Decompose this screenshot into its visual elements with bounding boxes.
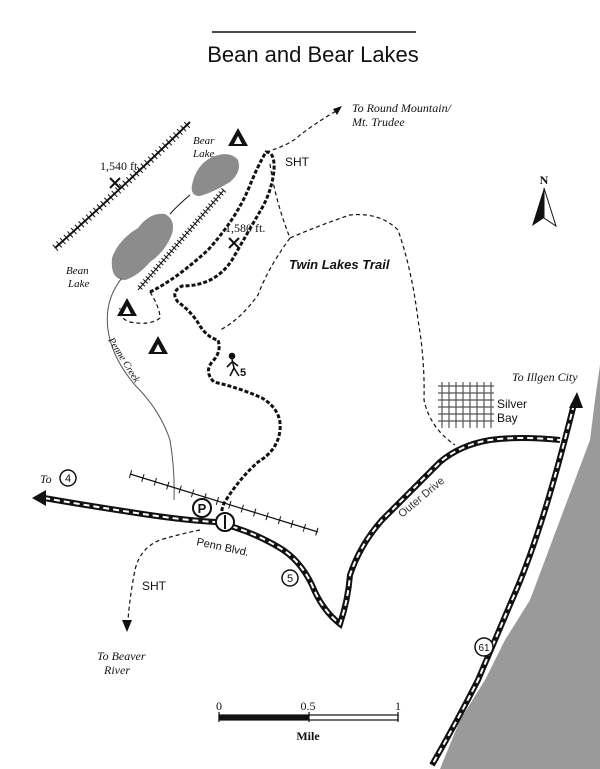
label-to-beaver-river-1: To Beaver [97,649,146,663]
arrow-beaver-river [122,620,132,632]
scale-tick-0: 0 [216,699,222,713]
railroad [128,470,320,536]
label-penn-blvd: Penn Blvd. [195,536,250,559]
scale-bar: 0 0.5 1 Mile [216,699,401,743]
campsite-icon [117,298,137,316]
highway-61 [429,403,577,767]
lake-connector-stream [169,194,191,215]
arrow-to-hwy-4 [32,490,46,506]
hiker-icon [226,352,240,377]
county-road [43,435,561,629]
label-hike-number: 5 [240,367,246,379]
label-silver-bay-2: Bay [497,411,518,425]
arrow-illgen-city [569,392,583,408]
lake-superior-water [440,365,600,769]
campsite-icon [228,128,248,146]
label-penne-creek: Penne Creek [105,335,142,385]
twin-lakes-label-bg [286,256,402,272]
label-sht-bottom: SHT [142,579,167,593]
map-title: Bean and Bear Lakes [207,42,419,67]
svg-text:61: 61 [478,643,490,654]
highway-4-shield: 4 [59,469,77,487]
boardwalk [135,188,227,292]
highway-61-shield: 61 [474,637,494,657]
label-elevation-1540: 1,540 ft. [100,159,140,173]
sht-spur-beaver-river [127,529,201,621]
twin-lakes-trail [269,163,456,446]
scale-tick-1: 1 [395,699,401,713]
svg-text:N: N [540,173,549,187]
label-to-beaver-river-2: River [103,663,130,677]
campsite-icon [148,336,168,354]
label-twin-lakes-trail: Twin Lakes Trail [289,257,390,272]
bear-lake [191,154,239,196]
label-bean-lake-1: Bean [66,265,89,277]
ridge-escarpment [52,119,193,251]
label-sht-top: SHT [285,155,310,169]
label-bear-lake-1: Bear [193,135,215,147]
label-mt-trudee: Mt. Trudee [351,115,405,129]
north-arrow-icon: N [532,173,557,228]
trailhead-icon [215,512,235,532]
svg-text:4: 4 [65,473,71,485]
summit-mark-icon [228,237,240,249]
label-to-prefix: To [40,472,52,486]
arrow-round-mountain [333,106,342,115]
scale-tick-0-5: 0.5 [301,699,316,713]
scale-unit: Mile [296,729,320,743]
bean-lake [111,213,174,280]
summit-mark-icon [109,177,121,189]
campsite-spur [119,291,161,324]
highway-5-shield: 5 [281,569,299,587]
label-bear-lake-2: Lake [192,148,215,160]
label-to-illgen-city: To Illgen City [512,370,578,384]
twin-lakes-trail-west [219,237,291,331]
parking-icon: P [192,498,212,518]
label-to-round-mountain: To Round Mountain/ [352,101,453,115]
svg-text:5: 5 [287,573,293,585]
label-bean-lake-2: Lake [67,278,90,290]
svg-text:P: P [198,501,207,516]
silver-bay-grid-icon [438,382,494,428]
sht-spur-round-mountain [265,109,339,153]
superior-hiking-trail [149,150,282,526]
label-silver-bay-1: Silver [497,397,527,411]
penne-creek [106,277,175,501]
label-elevation-1580: 1,580 ft. [225,221,265,235]
